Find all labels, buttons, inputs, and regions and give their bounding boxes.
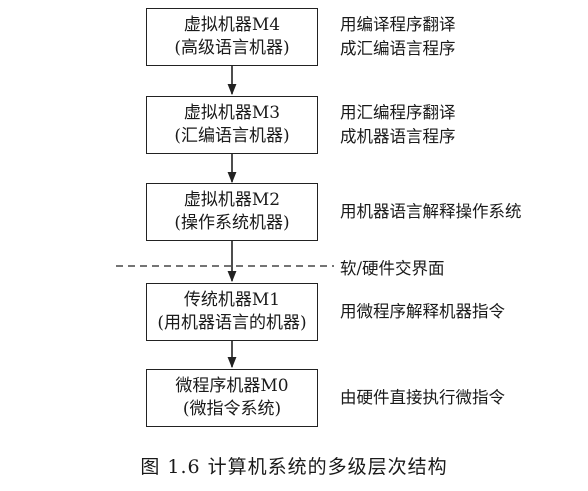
level-sub: (微指令系统) bbox=[182, 399, 282, 419]
level-box-m4: 虚拟机器M4 (高级语言机器) bbox=[146, 8, 318, 66]
desc-line: 用编译程序翻译 bbox=[340, 15, 456, 34]
level-box-m1: 传统机器M1 (用机器语言的机器) bbox=[146, 283, 318, 341]
level-name: 传统机器M1 bbox=[183, 290, 281, 310]
level-sub: (用机器语言的机器) bbox=[157, 313, 307, 333]
level-name: 虚拟机器M4 bbox=[183, 15, 281, 35]
desc-line: 用微程序解释机器指令 bbox=[340, 302, 505, 321]
level-name: 微程序机器M0 bbox=[175, 376, 289, 396]
level-sub: (汇编语言机器) bbox=[174, 126, 290, 146]
level-box-m3: 虚拟机器M3 (汇编语言机器) bbox=[146, 96, 318, 154]
interface-label: 软/硬件交界面 bbox=[340, 259, 445, 278]
level-desc-m0: 由硬件直接执行微指令 bbox=[340, 386, 505, 410]
level-desc-m1: 用微程序解释机器指令 bbox=[340, 300, 505, 324]
desc-line: 由硬件直接执行微指令 bbox=[340, 388, 505, 407]
level-desc-m4: 用编译程序翻译 成汇编语言程序 bbox=[340, 13, 456, 61]
level-desc-m2: 用机器语言解释操作系统 bbox=[340, 200, 522, 224]
level-sub: (操作系统机器) bbox=[174, 213, 290, 233]
desc-line: 用汇编程序翻译 bbox=[340, 103, 456, 122]
desc-line: 用机器语言解释操作系统 bbox=[340, 202, 522, 221]
level-box-m2: 虚拟机器M2 (操作系统机器) bbox=[146, 183, 318, 241]
level-sub: (高级语言机器) bbox=[174, 38, 290, 58]
desc-line: 成汇编语言程序 bbox=[340, 39, 456, 58]
level-desc-m3: 用汇编程序翻译 成机器语言程序 bbox=[340, 101, 456, 149]
level-box-m0: 微程序机器M0 (微指令系统) bbox=[146, 369, 318, 427]
figure-caption: 图 1.6 计算机系统的多级层次结构 bbox=[140, 456, 448, 478]
level-name: 虚拟机器M2 bbox=[183, 190, 281, 210]
level-name: 虚拟机器M3 bbox=[183, 103, 281, 123]
desc-line: 成机器语言程序 bbox=[340, 127, 456, 146]
